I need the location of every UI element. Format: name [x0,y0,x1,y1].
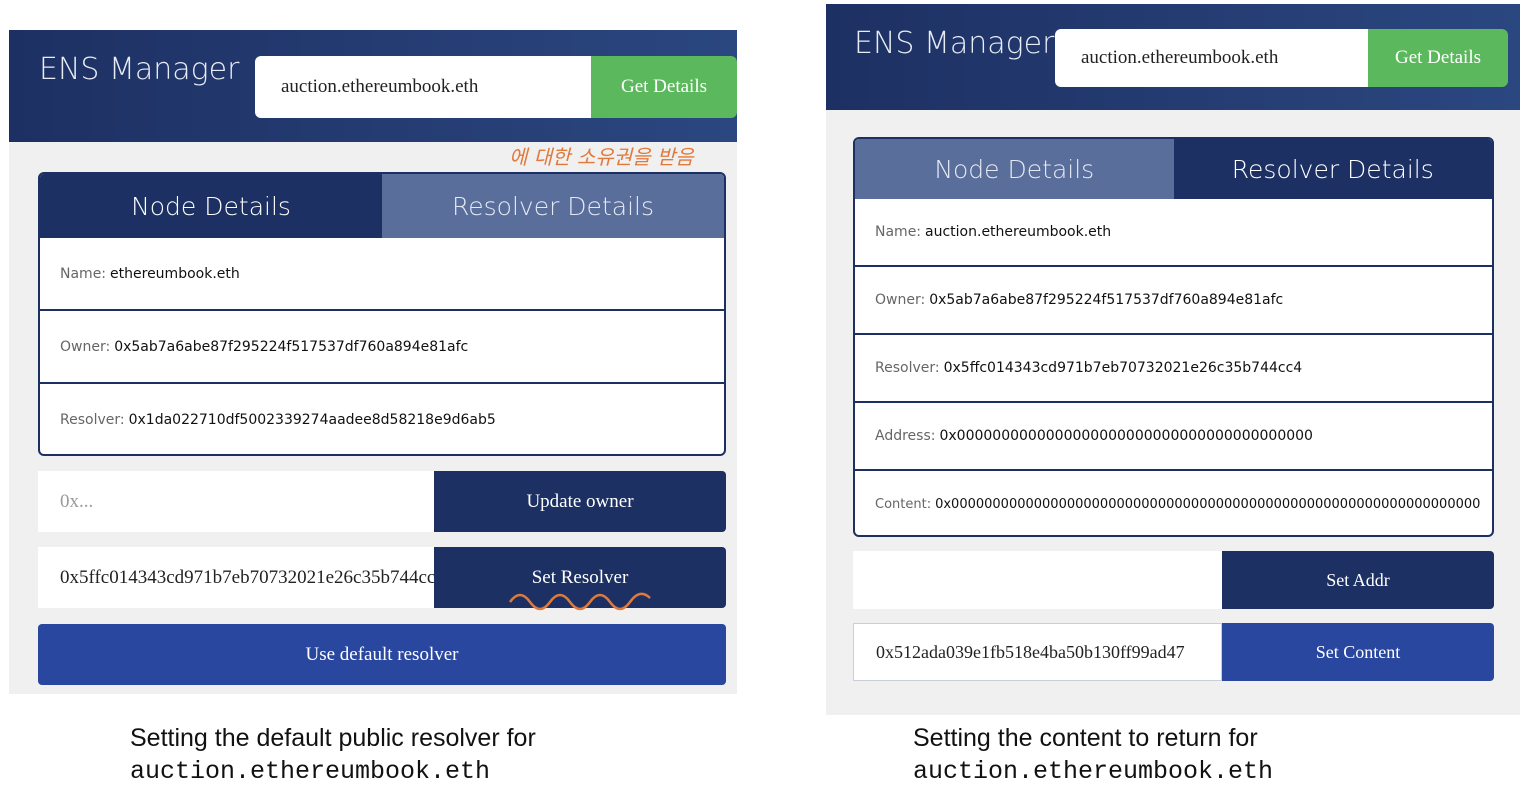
row-label: Owner: [875,292,926,308]
row-value: auction.ethereumbook.eth [925,224,1112,240]
set-resolver-button[interactable]: Set Resolver [434,547,726,608]
row-value: 0x5ab7a6abe87f295224f517537df760a894e81a… [114,338,469,355]
get-details-button[interactable]: Get Details [1368,29,1508,87]
row-label: Address: [875,428,936,444]
row-label: Owner: [60,338,111,355]
squiggle-underline-icon [508,592,651,611]
tab-node-details[interactable]: Node Details [855,139,1174,199]
row-label: Name: [60,265,107,282]
right-app-window: ENS Manager auction.ethereumbook.eth Get… [826,4,1520,715]
row-value: 0x5ab7a6abe87f295224f517537df760a894e81a… [929,292,1284,308]
tab-node-details[interactable]: Node Details [40,174,382,238]
search-input[interactable]: auction.ethereumbook.eth [255,56,595,118]
details-card: Node Details Resolver Details Name:aucti… [853,137,1494,537]
update-owner-button[interactable]: Update owner [434,471,726,532]
content-input[interactable]: 0x512ada039e1fb518e4ba50b130ff99ad47 [853,623,1222,681]
detail-row-content: Content:0x000000000000000000000000000000… [855,469,1492,535]
row-value: 0x1da022710df5002339274aadee8d58218e9d6a… [128,411,496,428]
right-caption: Setting the content to return for auction… [913,724,1273,786]
row-value: 0x00000000000000000000000000000000000000… [939,428,1313,444]
row-label: Content: [875,496,932,512]
set-content-button[interactable]: Set Content [1222,623,1494,681]
left-caption: Setting the default public resolver for a… [130,724,536,786]
set-addr-form: Set Addr [853,551,1494,609]
row-label: Resolver: [60,411,125,428]
tab-resolver-details[interactable]: Resolver Details [1173,139,1492,199]
row-label: Name: [875,224,922,240]
header: ENS Manager auction.ethereumbook.eth Get… [826,4,1520,110]
search-input[interactable]: auction.ethereumbook.eth [1055,29,1375,87]
app-brand: ENS Manager [854,26,1055,61]
row-value: 0x00000000000000000000000000000000000000… [935,496,1481,512]
detail-row-name: Name:ethereumbook.eth [40,238,724,309]
set-resolver-form: 0x5ffc014343cd971b7eb70732021e26c35b744c… [38,547,726,608]
header: ENS Manager auction.ethereumbook.eth Get… [9,30,737,142]
row-label: Resolver: [875,360,940,376]
app-brand: ENS Manager [39,52,240,87]
owner-input[interactable]: 0x... [38,471,434,532]
update-owner-form: 0x... Update owner [38,471,726,532]
handwritten-annotation: 에 대한 소유권을 받음 [509,145,694,169]
addr-input[interactable] [853,551,1222,609]
detail-row-resolver: Resolver:0x5ffc014343cd971b7eb70732021e2… [855,333,1492,401]
set-addr-button[interactable]: Set Addr [1222,551,1494,609]
row-value: 0x5ffc014343cd971b7eb70732021e26c35b744c… [943,360,1303,376]
caption-text: Setting the default public resolver for [130,724,536,752]
resolver-input[interactable]: 0x5ffc014343cd971b7eb70732021e26c35b744c… [38,547,434,608]
caption-text: Setting the content to return for [913,724,1258,752]
detail-row-name: Name:auction.ethereumbook.eth [855,199,1492,265]
caption-domain: auction.ethereumbook.eth [913,757,1274,786]
row-value: ethereumbook.eth [110,265,240,282]
left-app-window: ENS Manager auction.ethereumbook.eth Get… [9,30,737,694]
detail-row-resolver: Resolver:0x1da022710df5002339274aadee8d5… [40,382,724,454]
tab-resolver-details[interactable]: Resolver Details [382,174,724,238]
details-card: Node Details Resolver Details Name:ether… [38,172,726,456]
caption-domain: auction.ethereumbook.eth [130,757,491,786]
detail-row-owner: Owner:0x5ab7a6abe87f295224f517537df760a8… [40,309,724,382]
detail-row-address: Address:0x000000000000000000000000000000… [855,401,1492,469]
detail-row-owner: Owner:0x5ab7a6abe87f295224f517537df760a8… [855,265,1492,333]
use-default-resolver-button[interactable]: Use default resolver [38,624,726,685]
set-content-form: 0x512ada039e1fb518e4ba50b130ff99ad47 Set… [853,623,1494,681]
get-details-button[interactable]: Get Details [591,56,737,118]
